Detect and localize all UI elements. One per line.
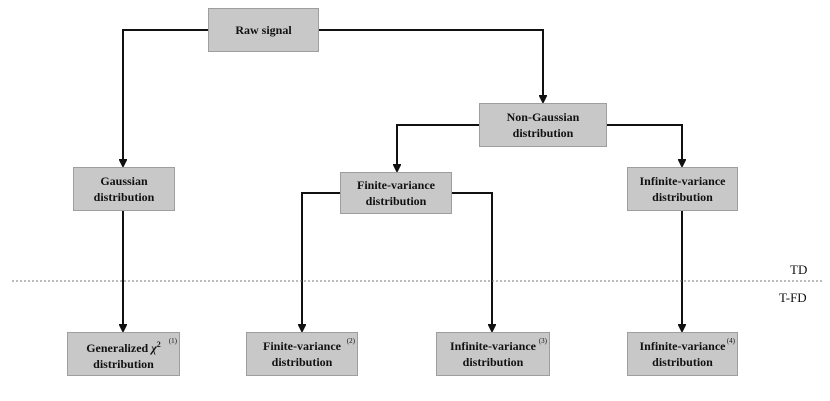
infinite-variance-right-tfd-node: Infinite-variance distribution (4) [627,332,738,376]
infinite-variance-right-tfd-label-2: distribution [652,355,713,369]
non-gaussian-node: Non-Gaussian distribution [479,103,607,147]
finite-variance-label-2: distribution [365,194,427,208]
footnote-marker-3: (3) [538,337,547,345]
generalized-chi2-label-2: distribution [93,356,154,371]
infinite-variance-node: Infinite-variance distribution [627,167,738,211]
raw-signal-label: Raw signal [235,23,292,37]
edge-raw-to-non-gaussian [318,29,543,102]
infinite-variance-label-1: Infinite-variance [639,174,726,188]
footnote-marker-4: (4) [726,337,735,345]
generalized-label-prefix: Generalized [86,340,149,355]
infinite-variance-tfd-node: Infinite-variance distribution (3) [436,332,550,376]
infinite-variance-label-2: distribution [652,190,713,204]
gaussian-label-1: Gaussian [100,174,148,188]
finite-variance-tfd-node: Finite-variance distribution (2) [246,332,358,376]
gaussian-label-2: distribution [93,190,155,204]
chi-power: 2 [156,339,161,349]
finite-variance-label-1: Finite-variance [357,178,435,192]
non-gaussian-label-2: distribution [512,126,574,140]
infinite-variance-right-tfd-label-1: Infinite-variance [639,339,726,353]
finite-variance-node: Finite-variance distribution [340,172,452,214]
gaussian-node: Gaussian distribution [73,167,175,211]
edge-non-gaussian-to-finite [397,124,480,171]
footnote-marker-2: (2) [346,337,355,345]
td-domain-label: TD [790,262,808,277]
non-gaussian-label-1: Non-Gaussian [506,110,580,124]
chi-letter: χ [151,340,157,355]
tfd-domain-label: T-FD [779,290,807,305]
edge-raw-to-gaussian [123,29,208,166]
generalized-chi2-label-1: Generalized χ2 [86,337,161,356]
edge-finite-to-finite-tfd [302,192,340,331]
finite-variance-tfd-label-1: Finite-variance [263,339,341,353]
infinite-variance-tfd-label-1: Infinite-variance [450,339,536,353]
generalized-chi2-node: Generalized χ2 distribution (1) [67,332,180,376]
edge-finite-to-infinite-tfd [451,192,492,331]
raw-signal-node: Raw signal [208,8,319,52]
chi-squared-symbol: χ2 [151,339,161,355]
edge-non-gaussian-to-infinite [606,124,682,166]
finite-variance-tfd-label-2: distribution [271,355,333,369]
footnote-marker-1: (1) [168,337,177,345]
infinite-variance-tfd-label-2: distribution [462,355,524,369]
